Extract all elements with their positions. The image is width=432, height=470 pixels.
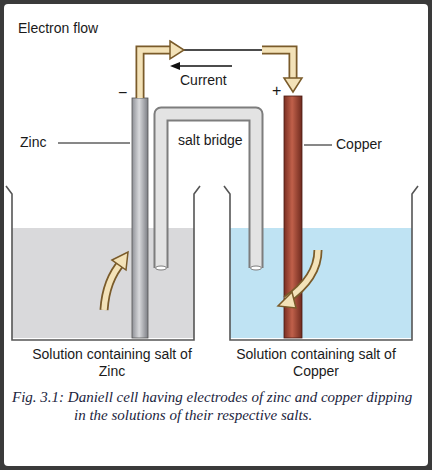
current-arrow (170, 62, 232, 70)
electron-flow-arrow (140, 41, 302, 98)
wire (180, 49, 264, 51)
polarity-sign: − (118, 84, 127, 101)
flow-label: Electron flow (18, 20, 98, 37)
beaker (224, 186, 418, 340)
zinc-electrode (132, 98, 148, 338)
polarity-sign: + (272, 82, 281, 99)
electrode-label: Zinc (20, 134, 46, 151)
solution-label: Solution containing salt of Zinc (32, 346, 192, 380)
leader-line (58, 143, 130, 144)
salt-bridge-tube (156, 114, 262, 270)
figure-caption: Fig. 3.1: Daniell cell having electrodes… (12, 388, 416, 424)
solution-label: Solution containing salt of Copper (236, 346, 396, 380)
ion-flow-arrow (104, 250, 318, 310)
beaker (6, 186, 200, 340)
current-label: Current (180, 72, 227, 89)
electrode-label: Copper (336, 136, 382, 153)
part-label: salt bridge (176, 132, 245, 149)
leader-line (304, 145, 332, 146)
